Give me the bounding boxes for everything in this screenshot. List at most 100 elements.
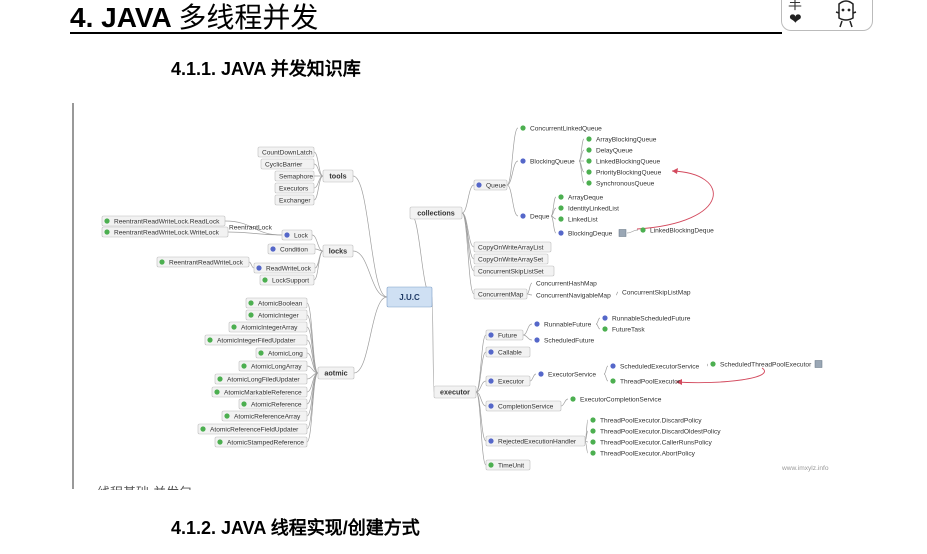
mindmap-node-locks: locks (322, 244, 354, 258)
mindmap-node-label: BlockingQueue (530, 158, 575, 165)
mindmap-connector (522, 323, 533, 336)
mindmap-node-label: AtomicLong (268, 350, 303, 357)
header-corner-char: 丰 (788, 0, 802, 13)
mindmap-node-concurrenthashmap: ConcurrentHashMap (536, 280, 597, 287)
mindmap-node-linkedblockingqueue: LinkedBlockingQueue (586, 158, 660, 165)
class-icon (602, 326, 608, 332)
mindmap-node-label: RunnableFuture (544, 321, 592, 328)
mindmap-node-arraydeque: ArrayDeque (558, 194, 604, 201)
mindmap-node-label: Condition (280, 246, 308, 253)
interface-icon (488, 332, 494, 338)
mindmap-node-threadpoolexecutor-callerrunspolicy: ThreadPoolExecutor.CallerRunsPolicy (590, 439, 712, 446)
class-icon (610, 378, 616, 384)
robot-icon[interactable] (833, 0, 859, 33)
mindmap-node-label: ThreadPoolExecutor.DiscardOldestPolicy (600, 428, 721, 435)
robot-icon-svg (835, 0, 857, 28)
mindmap-connector (306, 339, 319, 374)
mindmap-connector (313, 151, 324, 177)
class-icon (586, 180, 592, 186)
mindmap-node-label: LinkedBlockingQueue (596, 158, 660, 165)
interface-icon (476, 182, 482, 188)
class-icon (590, 417, 596, 423)
mindmap-node-label: ConcurrentSkipListMap (622, 289, 691, 296)
mindmap-node-label: ConcurrentLinkedQueue (530, 125, 602, 132)
mindmap-node-label: ReentrantReadWriteLock.WriteLock (114, 229, 220, 236)
interface-icon (520, 158, 526, 164)
mindmap-node-label: IdentityLinkedList (568, 205, 619, 212)
inheritance-arrow-head (672, 168, 678, 174)
mindmap-node-scheduledfuture: ScheduledFuture (534, 337, 595, 344)
class-icon (710, 361, 716, 367)
mindmap-node-label: ScheduledThreadPoolExecutor (720, 361, 812, 368)
mindmap-node-label: AtomicBoolean (258, 300, 303, 307)
interface-icon (602, 315, 608, 321)
class-icon (570, 396, 576, 402)
mindmap-node-label: AtomicIntegerArray (241, 324, 298, 331)
mindmap-node-locksupport: LockSupport (259, 274, 315, 286)
mindmap-node-label: ScheduledFuture (544, 337, 595, 344)
mindmap-node-identitylinkedlist: IdentityLinkedList (558, 205, 619, 212)
class-icon (248, 312, 254, 318)
mindmap-node-executor: Executor (485, 375, 531, 387)
mindmap-node-label: Exchanger (279, 197, 311, 204)
mindmap-node-copyonwritearraylist: CopyOnWriteArrayList (473, 241, 552, 253)
mindmap-node-executor: executor (433, 385, 477, 399)
mindmap-node-label: CyclicBarrier (265, 161, 303, 168)
mindmap-node-label: executor (440, 388, 470, 397)
mindmap-node-readwritelock: ReadWriteLock (253, 262, 316, 274)
mindmap-node-label: AtomicMarkableReference (224, 389, 302, 396)
mindmap-node-label: Future (498, 332, 517, 339)
interface-icon (534, 321, 540, 327)
interface-icon (520, 213, 526, 219)
mindmap-node-label: ThreadPoolExecutor.CallerRunsPolicy (600, 439, 712, 446)
mindmap-node-label: CopyOnWriteArrayList (478, 244, 544, 251)
mindmap-node-label: ConcurrentSkipListSet (478, 268, 544, 275)
mindmap-node-label: AtomicLongArray (251, 363, 302, 370)
mindmap-connector (550, 215, 557, 234)
mindmap-node-label: ExecutorCompletionService (580, 396, 662, 403)
mindmap-node-label: BlockingDeque (568, 230, 613, 237)
mindmap-node-completionservice: CompletionService (485, 400, 562, 412)
mindmap-connector (313, 175, 324, 201)
mindmap-connector (475, 391, 487, 407)
class-icon (590, 450, 596, 456)
mindmap-node-lock: Lock (281, 229, 313, 241)
mindmap-node-label: Deque (530, 213, 550, 220)
mindmap-node-label: tools (329, 172, 346, 181)
class-icon (217, 439, 223, 445)
class-icon (159, 259, 165, 265)
interface-icon (256, 265, 262, 271)
chapter-title-number: 4. JAVA (70, 2, 171, 33)
mindmap-node-label: Semaphore (279, 173, 313, 180)
mindmap-node-atomicreferencearray: AtomicReferenceArray (221, 410, 308, 422)
mindmap-connector (461, 184, 475, 214)
mindmap-node-executorcompletionservice: ExecutorCompletionService (570, 396, 662, 403)
mindmap-node-label: AtomicLongFiledUpdater (227, 376, 300, 383)
mindmap-node-blockingdeque: BlockingDeque (558, 230, 613, 237)
mindmap-node-label: RunnableScheduledFuture (612, 315, 691, 322)
mindmap-connector (306, 372, 319, 443)
mindmap-node-label: locks (329, 247, 347, 256)
mindmap-node-reentrantreadwritelock-readlock: ReentrantReadWriteLock.ReadLock (101, 215, 226, 227)
mindmap-node-deque: Deque (520, 213, 550, 220)
mindmap-node-rejectedexecutionhandler: RejectedExecutionHandler (485, 435, 586, 447)
mindmap-node-threadpoolexecutor-discardpolicy: ThreadPoolExecutor.DiscardPolicy (590, 417, 702, 424)
mindmap-node-j-u-c: J.U.C (386, 286, 433, 308)
mindmap-node-scheduledexecutorservice: ScheduledExecutorService (610, 363, 700, 370)
mindmap-node-threadpoolexecutor-discardoldestpolicy: ThreadPoolExecutor.DiscardOldestPolicy (590, 428, 721, 435)
mindmap-node-executors: Executors (274, 182, 315, 194)
mindmap-node-synchronousqueue: SynchronousQueue (586, 180, 655, 187)
mindmap-node-label: SynchronousQueue (596, 180, 655, 187)
mindmap-connector (313, 250, 324, 281)
heart-icon[interactable]: ❤ (789, 11, 802, 28)
mindmap-node-label: ReadWriteLock (266, 265, 312, 272)
mindmap-connector (529, 373, 537, 382)
mindmap-node-executorservice: ExecutorService (538, 371, 596, 378)
class-icon (586, 158, 592, 164)
class-icon (590, 428, 596, 434)
mindmap-connector (352, 250, 388, 298)
mindmap-node-atomicinteger: AtomicInteger (245, 309, 308, 321)
class-icon (590, 439, 596, 445)
class-icon (258, 350, 264, 356)
